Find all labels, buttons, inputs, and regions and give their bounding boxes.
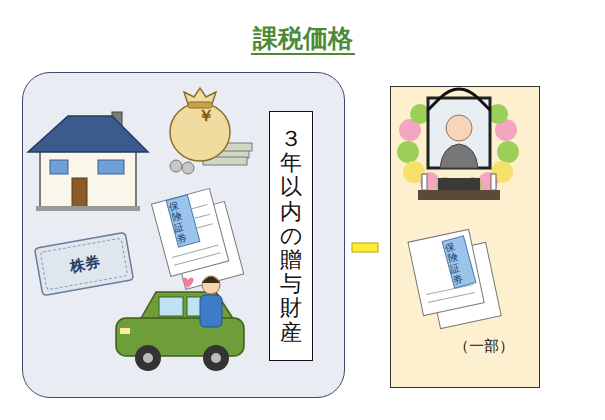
node-label: （一部） [436,337,531,356]
funeral-altar-picture [428,98,490,110]
car-picture [159,297,183,316]
funeral-altar-picture [422,174,427,190]
money-bag-picture [184,88,216,104]
person-picture [200,295,222,327]
funeral-altar-picture [446,116,472,124]
funeral-altar-picture [418,190,500,200]
funeral-altar-picture [403,161,425,183]
gift-asset-box: ３年以内の贈与財産 [269,111,313,361]
funeral-altar-picture [478,172,498,192]
funeral-altar-picture [491,174,496,190]
insurance-paper-picture [161,205,220,266]
insurance-paper-picture [408,229,501,328]
insurance-paper-picture [426,285,473,295]
funeral-altar-picture [399,119,421,141]
insurance-paper-picture [408,229,484,315]
insurance-paper-picture [425,242,501,328]
minus-sign [352,243,378,252]
house-picture [36,206,140,211]
house-picture [50,160,68,174]
stock-certificate-picture [35,232,134,295]
person-picture [183,276,222,327]
funeral-altar-picture [397,89,519,200]
house-picture [98,160,124,174]
car-picture [211,353,221,363]
node-label: ￥ [196,106,216,127]
money-bag-picture [203,157,247,165]
insurance-paper-picture [172,245,218,257]
house-picture [40,148,136,208]
funeral-altar-picture [497,141,519,163]
insurance-paper-picture [192,205,207,209]
person-picture [202,277,220,284]
house-picture [28,112,148,211]
insurance-paper-picture [426,285,475,303]
funeral-altar-picture [420,172,440,192]
funeral-altar-picture [491,161,513,183]
insurance-paper-picture [197,224,212,228]
money-bag-picture [205,150,249,158]
insurance-paper-picture [166,201,243,289]
insurance-paper-picture [166,195,200,247]
car-picture [203,345,229,371]
insurance-paper-picture [428,292,475,302]
car-picture [116,292,244,371]
diagram-title: 課税価格 [251,24,355,55]
vertical-label: 保険証券 [168,199,189,244]
vertical-label: ３年以内の贈与財産 [280,127,302,345]
funeral-altar-picture [440,144,478,168]
car-picture [120,328,130,334]
insurance-paper-picture [174,253,220,265]
car-picture [140,292,234,320]
money-bag-picture [170,160,182,172]
house-picture [112,112,122,134]
car-picture [116,318,244,356]
vertical-label: 保険証券 [444,240,465,285]
funeral-altar-picture [438,178,480,190]
minus-sign [352,243,378,252]
house-picture [28,116,148,152]
funeral-altar-picture [446,115,472,141]
car-picture [135,345,161,371]
money-bag-picture [208,143,252,151]
funeral-altar-picture [410,104,430,124]
stock-certificate-picture [35,232,134,295]
money-bag-picture [170,103,230,161]
car-picture [143,353,153,363]
funeral-altar-picture [397,141,419,163]
insurance-paper-picture [151,188,243,289]
money-bag-picture [188,102,212,108]
person-picture [183,278,194,288]
person-picture [202,276,220,294]
title-wrap: 課税価格 [0,22,605,55]
node-label: 株券 [54,250,116,279]
funeral-altar-picture [428,98,490,168]
deduction-box: 保険証券 （一部） [390,86,540,388]
funeral-altar-picture [488,104,508,124]
money-bag-picture [182,162,194,174]
asset-group-box: ３年以内の贈与財産 ￥ 保険証券株券 [22,72,345,398]
funeral-altar-picture [464,177,482,195]
funeral-altar-picture [436,177,454,195]
insurance-paper-picture [442,236,476,288]
funeral-altar-picture [440,89,478,98]
funeral-altar-picture [495,119,517,141]
car-picture [187,297,213,316]
insurance-paper-picture [195,214,210,218]
stock-certificate-picture [40,238,127,290]
money-bag-picture [170,88,252,174]
house-picture [72,178,87,208]
insurance-paper-picture [151,188,228,276]
